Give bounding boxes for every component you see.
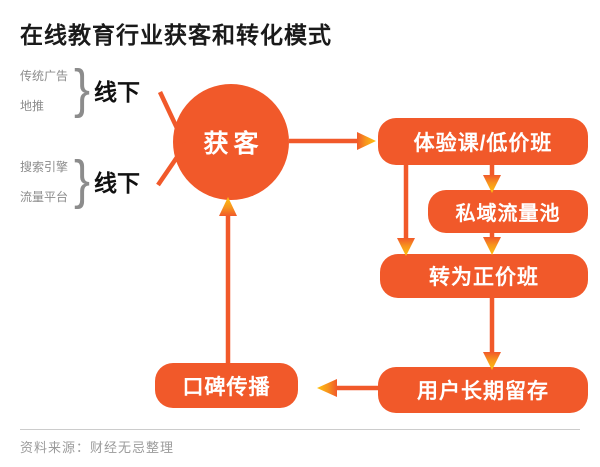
- flow-node-label: 体验课/低价班: [413, 131, 553, 155]
- flow-node-label: 私域流量池: [455, 203, 561, 225]
- footer-divider: [20, 429, 580, 430]
- channel-source-list: 搜索引擎 流量平台: [20, 158, 72, 205]
- channel-source-label: 地推: [20, 98, 45, 113]
- channel-source-label: 搜索引擎: [20, 159, 69, 174]
- flow-node-label: 用户长期留存: [417, 380, 549, 403]
- channel-source-label: 传统广告: [20, 68, 69, 83]
- brace-glyph: }: [74, 150, 91, 211]
- channel-source-label: 流量平台: [20, 189, 69, 204]
- arrow-trial-to-paid: [397, 165, 415, 256]
- flow-node-label: 口碑传播: [182, 375, 271, 399]
- arrow-private-pool-to-paid: [483, 233, 501, 255]
- arrow-hub-to-trial: [289, 132, 376, 150]
- flow-node-word-of-mouth: 口碑传播: [155, 363, 298, 408]
- brace-glyph: }: [74, 59, 91, 120]
- channel-category-label: 线下: [94, 79, 141, 105]
- flow-node-private-traffic-pool: 私域流量池: [428, 190, 588, 233]
- source-note: 资料来源：财经无忌整理: [20, 440, 175, 455]
- arrow-trial-to-private-pool: [483, 165, 501, 193]
- flow-node-paid-class: 转为正价班: [380, 254, 588, 298]
- flow-node-user-retention: 用户长期留存: [378, 367, 588, 413]
- flow-node-trial-class: 体验课/低价班: [378, 118, 588, 165]
- channel-category-label: 线下: [94, 170, 141, 196]
- channel-group-offline-1: 传统广告 地推 } 线下: [20, 59, 141, 120]
- page-title: 在线教育行业获客和转化模式: [20, 22, 332, 48]
- arrow-retention-to-word-of-mouth: [317, 379, 378, 397]
- arrow-word-of-mouth-to-hub: [219, 197, 237, 363]
- channel-group-offline-2: 搜索引擎 流量平台 } 线下: [20, 150, 141, 211]
- flow-node-label: 转为正价班: [429, 266, 539, 289]
- hub-label: 获客: [203, 130, 264, 158]
- hub-circle-acquisition: 获客: [173, 84, 289, 200]
- arrow-paid-to-retention: [483, 298, 501, 370]
- channel-source-list: 传统广告 地推: [20, 67, 72, 114]
